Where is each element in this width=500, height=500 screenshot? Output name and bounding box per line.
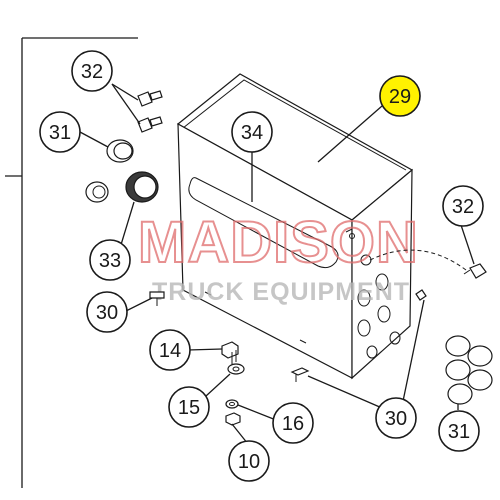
nut-part-10 xyxy=(225,412,241,426)
washer-part-15 xyxy=(227,363,245,375)
plug-part-32-right xyxy=(463,263,487,279)
clip-part-30-left xyxy=(149,291,165,306)
callout-32-right: 32 xyxy=(442,185,484,227)
svg-text:15: 15 xyxy=(178,397,200,419)
svg-text:10: 10 xyxy=(238,451,260,473)
grommet-part-31-left xyxy=(106,139,134,163)
enclosure-box xyxy=(176,73,414,380)
svg-text:29: 29 xyxy=(389,86,411,108)
callout-31-left: 31 xyxy=(39,111,81,153)
svg-text:31: 31 xyxy=(49,122,71,144)
svg-text:32: 32 xyxy=(452,196,474,218)
svg-text:33: 33 xyxy=(99,250,121,272)
callout-30-left: 30 xyxy=(86,291,128,333)
clip-part-30-bottom xyxy=(290,289,427,382)
frame-bracket xyxy=(5,37,138,488)
svg-text:34: 34 xyxy=(241,122,263,144)
svg-text:31: 31 xyxy=(448,421,470,443)
svg-text:32: 32 xyxy=(81,61,103,83)
svg-text:30: 30 xyxy=(385,408,407,430)
callout-34: 34 xyxy=(231,111,273,153)
bushing-part-33 xyxy=(85,171,159,203)
watermark-logo: MADISON TRUCK EQUIPMENT xyxy=(137,209,419,306)
callout-32-top: 32 xyxy=(71,50,113,92)
callout-16: 16 xyxy=(272,402,314,444)
callout-10: 10 xyxy=(228,440,270,482)
leader-lines xyxy=(79,83,475,445)
svg-text:TRUCK EQUIPMENT: TRUCK EQUIPMENT xyxy=(152,278,410,306)
grommet-cluster-part-31 xyxy=(445,335,493,405)
bolt-part-14 xyxy=(221,341,239,364)
svg-text:30: 30 xyxy=(96,302,118,324)
callout-29: 29 xyxy=(379,75,421,117)
lock-washer-part-16 xyxy=(225,399,239,409)
svg-text:16: 16 xyxy=(282,413,304,435)
callout-14: 14 xyxy=(149,329,191,371)
callout-33: 33 xyxy=(89,239,131,281)
svg-text:MADISON: MADISON xyxy=(138,210,419,275)
callout-15: 15 xyxy=(168,386,210,428)
callout-30-bottom: 30 xyxy=(375,397,417,439)
screw-part-32-top xyxy=(137,90,163,133)
svg-text:14: 14 xyxy=(159,340,181,362)
callout-31-bottom: 31 xyxy=(438,410,480,452)
